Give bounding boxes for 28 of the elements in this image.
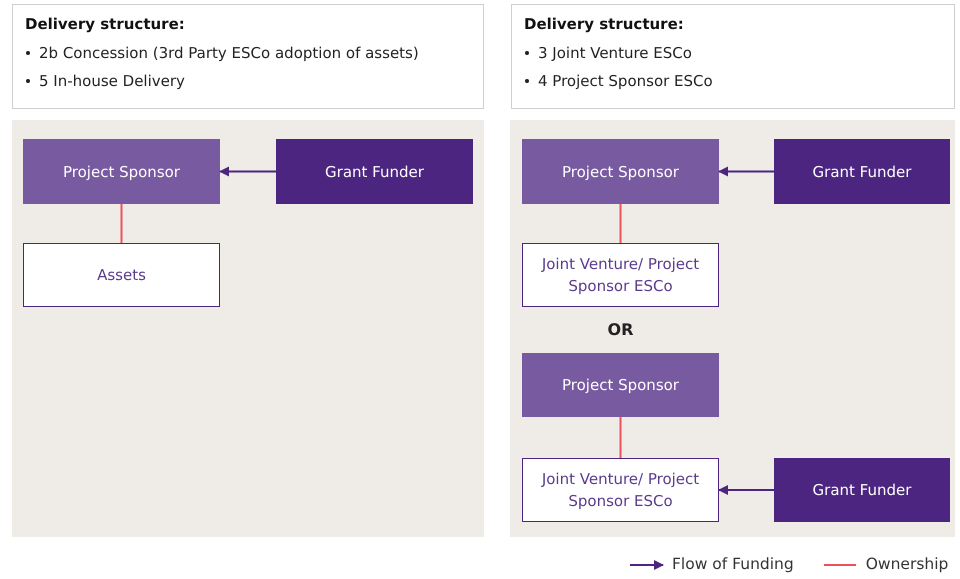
arrow xyxy=(219,166,276,176)
funder-box: Grant Funder xyxy=(774,139,950,204)
info-box xyxy=(511,4,955,109)
or-label: OR xyxy=(608,320,634,339)
legend-text: Flow of Funding xyxy=(672,555,794,573)
legend-text: Ownership xyxy=(866,555,948,573)
entity-box: Joint Venture/ Project Sponsor ESCo xyxy=(522,458,719,522)
sponsor-box: Project Sponsor xyxy=(522,139,719,204)
connector-line xyxy=(620,417,622,458)
heading: Delivery structure: xyxy=(25,15,186,33)
bullet-item: 2b Concession (3rd Party ESCo adoption of assets) xyxy=(39,43,419,63)
connector-line xyxy=(620,204,622,243)
entity-box: Assets xyxy=(23,243,220,307)
arrow xyxy=(718,166,774,176)
sponsor-box: Project Sponsor xyxy=(23,139,220,204)
heading: Delivery structure: xyxy=(524,15,685,33)
info-box xyxy=(12,4,484,109)
connector-line xyxy=(120,204,122,243)
bullet-item: 3 Joint Venture ESCo xyxy=(538,43,692,63)
bullet-item: 4 Project Sponsor ESCo xyxy=(538,71,713,91)
arrow xyxy=(718,485,774,495)
entity-box: Joint Venture/ Project Sponsor ESCo xyxy=(522,243,719,307)
sponsor-box: Project Sponsor xyxy=(522,353,719,417)
bullet-item: 5 In-house Delivery xyxy=(39,71,185,91)
panel-background xyxy=(510,120,955,537)
panel-background xyxy=(12,120,484,537)
funder-box: Grant Funder xyxy=(276,139,473,204)
funder-box: Grant Funder xyxy=(774,458,950,522)
